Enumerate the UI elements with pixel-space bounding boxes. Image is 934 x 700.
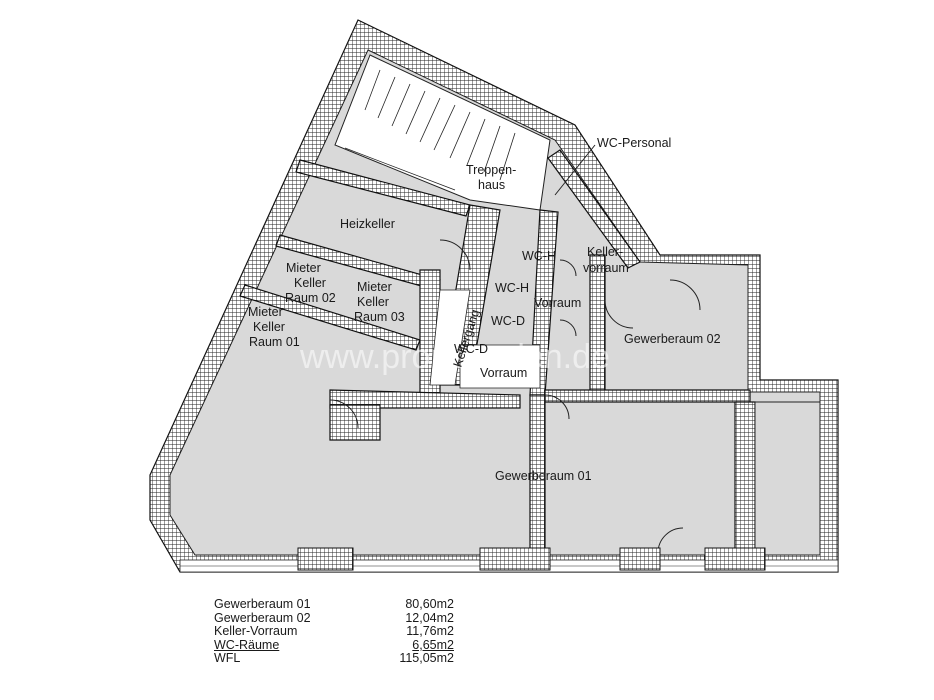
label-mieter01-2: Keller	[253, 320, 285, 334]
label-wc-d-lower: WC-D	[454, 342, 488, 356]
label-mieter03-1: Mieter	[357, 280, 392, 294]
label-mieter03-2: Keller	[357, 295, 389, 309]
label-wc-h-lower: WC-H	[495, 281, 529, 295]
watermark: www.propertyden.de	[299, 338, 610, 376]
legend-value: 11,76m2	[406, 624, 454, 639]
label-mieter02-3: Raum 02	[285, 291, 336, 305]
label-treppenhaus-1: Treppen-	[466, 163, 516, 177]
label-mieter03-3: Raum 03	[354, 310, 405, 324]
label-kellervorraum-1: Keller-	[587, 245, 623, 259]
label-mieter01-3: Raum 01	[249, 335, 300, 349]
label-gewerberaum01: Gewerberaum 01	[495, 469, 592, 483]
internal-walls	[239, 149, 756, 556]
legend-name: Gewerberaum 01	[214, 597, 311, 611]
staircase	[334, 54, 551, 211]
legend-value: 12,04m2	[405, 610, 454, 625]
area-legend: Gewerberaum 01 80,60m2 Gewerberaum 02 12…	[214, 597, 454, 666]
legend-row: WFL 115,05m2	[214, 652, 454, 666]
bottom-facade	[179, 547, 839, 573]
label-vorraum-upper: Vorraum	[534, 296, 581, 310]
label-vorraum-lower: Vorraum	[480, 366, 527, 380]
legend-row: Gewerberaum 01 80,60m2	[214, 597, 454, 612]
legend-value: 115,05m2	[399, 651, 454, 666]
legend-name: WFL	[214, 651, 241, 666]
label-treppenhaus-2: haus	[478, 178, 505, 192]
label-wc-d-upper: WC-D	[491, 314, 525, 328]
label-mieter02-2: Keller	[294, 276, 326, 290]
legend-name: Gewerberaum 02	[214, 610, 311, 625]
label-heizkeller: Heizkeller	[340, 217, 395, 231]
label-gewerberaum02: Gewerberaum 02	[624, 332, 721, 346]
label-mieter02-1: Mieter	[286, 261, 321, 275]
legend-row: WC-Räume 6,65m2	[214, 637, 454, 653]
label-kellervorraum-2: vorraum	[583, 261, 629, 275]
label-wc-personal: WC-Personal	[597, 136, 671, 150]
legend-name: WC-Räume	[214, 637, 280, 652]
legend-value: 80,60m2	[405, 597, 454, 611]
room-labels: Treppen- haus Heizkeller Mieter Keller R…	[248, 136, 721, 483]
legend-row: Gewerberaum 02 12,04m2	[214, 610, 454, 626]
legend-name: Keller-Vorraum	[214, 624, 298, 639]
wc-personal-leader	[554, 144, 596, 196]
legend-value: 6,65m2	[412, 637, 454, 652]
legend-row: Keller-Vorraum 11,76m2	[214, 625, 454, 639]
label-wc-h-upper: WC-H	[522, 249, 556, 263]
label-mieter01-1: Mieter	[248, 305, 283, 319]
